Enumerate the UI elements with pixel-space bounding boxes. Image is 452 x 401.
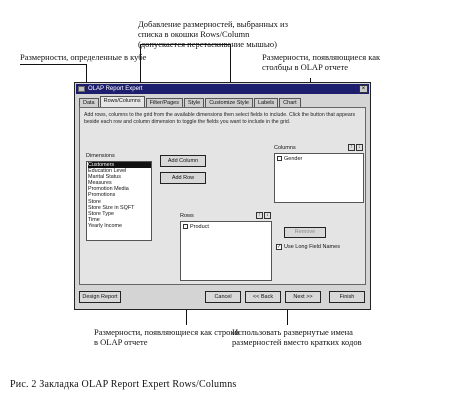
rows-columns-panel: Add rows, columns to the grid from the a… [79, 107, 366, 285]
dimension-item[interactable]: Store Size in SQFT [88, 204, 135, 211]
row-field-label: Product [190, 224, 209, 230]
title-bar: OLAP Report Expert × [76, 84, 369, 94]
dimension-item[interactable]: Store Type [88, 210, 114, 217]
add-row-button[interactable]: Add Row [160, 172, 206, 184]
annotation-long-names: Использовать развернутые имена размернос… [232, 327, 362, 347]
window-title: OLAP Report Expert [88, 86, 143, 92]
tab-data[interactable]: Data [79, 98, 99, 108]
finish-button[interactable]: Finish [329, 291, 365, 303]
app-icon [78, 86, 85, 92]
annotation-row-dimensions: Размерности, появляющиеся как строки в O… [94, 327, 240, 347]
close-icon[interactable]: × [359, 85, 368, 93]
long-names-checkbox[interactable]: ✓ [276, 244, 282, 250]
tab-labels[interactable]: Labels [253, 98, 279, 108]
dimension-item[interactable]: Yearly Income [88, 222, 122, 229]
instructions-text: Add rows, columns to the grid from the a… [84, 112, 356, 125]
design-report-button[interactable]: Design Report [79, 291, 121, 303]
column-field-label: Gender [284, 156, 303, 162]
dimension-item[interactable]: Promotions [88, 192, 116, 199]
tab-style[interactable]: Style [183, 98, 205, 108]
dimension-item[interactable]: Measures [88, 180, 112, 187]
tab-customize-style[interactable]: Customize Style [205, 98, 253, 108]
tab-strip: Data Rows/Columns Filter/Pages Style Cus… [79, 96, 302, 108]
dimension-item[interactable]: Time [88, 216, 100, 223]
row-field-item[interactable]: Product [183, 224, 209, 231]
dimension-item[interactable]: Promotion Media [88, 186, 129, 193]
back-button[interactable]: << Back [245, 291, 281, 303]
move-up-icon[interactable]: ↑ [256, 212, 263, 219]
leader-line-cube [20, 64, 86, 65]
columns-label: Columns [274, 145, 296, 151]
add-column-button[interactable]: Add Column [160, 155, 206, 167]
dimension-item[interactable]: Store [88, 198, 101, 205]
dimension-item[interactable]: Marital Status [88, 174, 121, 181]
cancel-button[interactable]: Cancel [205, 291, 241, 303]
tab-filter-pages[interactable]: Filter/Pages [145, 98, 183, 108]
column-field-item[interactable]: Gender [277, 156, 302, 163]
figure-caption: Рис. 2 Закладка OLAP Report Expert Rows/… [10, 379, 237, 390]
columns-box[interactable]: Gender [274, 153, 364, 203]
move-up-icon[interactable]: ↑ [348, 144, 355, 151]
field-toggle-icon[interactable] [277, 156, 282, 162]
dimension-item[interactable]: Customers [88, 162, 151, 169]
annotation-cube-dimensions: Размерности, определенные в кубе [20, 52, 147, 62]
move-down-icon[interactable]: ↓ [264, 212, 271, 219]
dimension-item[interactable]: Education Level [88, 168, 127, 175]
dimensions-label: Dimensions [86, 153, 115, 159]
leader-line-add-dimensions-branch [140, 44, 231, 45]
rows-box[interactable]: Product [180, 221, 272, 281]
tab-chart[interactable]: Chart [279, 98, 301, 108]
next-button[interactable]: Next >> [285, 291, 321, 303]
move-down-icon[interactable]: ↓ [356, 144, 363, 151]
remove-button[interactable]: Remove [284, 227, 326, 238]
field-toggle-icon[interactable] [183, 224, 188, 230]
leader-line-add-dimensions [230, 44, 231, 94]
tab-rows-columns[interactable]: Rows/Columns [99, 96, 145, 108]
rows-label: Rows [180, 213, 194, 219]
long-names-label: Use Long Field Names [284, 244, 340, 250]
annotation-column-dimensions: Размерности, появляющиеся как столбцы в … [262, 52, 381, 72]
olap-report-expert-window: OLAP Report Expert × Data Rows/Columns F… [74, 82, 371, 310]
dimensions-list[interactable]: Customers Education Level Marital Status… [86, 161, 152, 241]
